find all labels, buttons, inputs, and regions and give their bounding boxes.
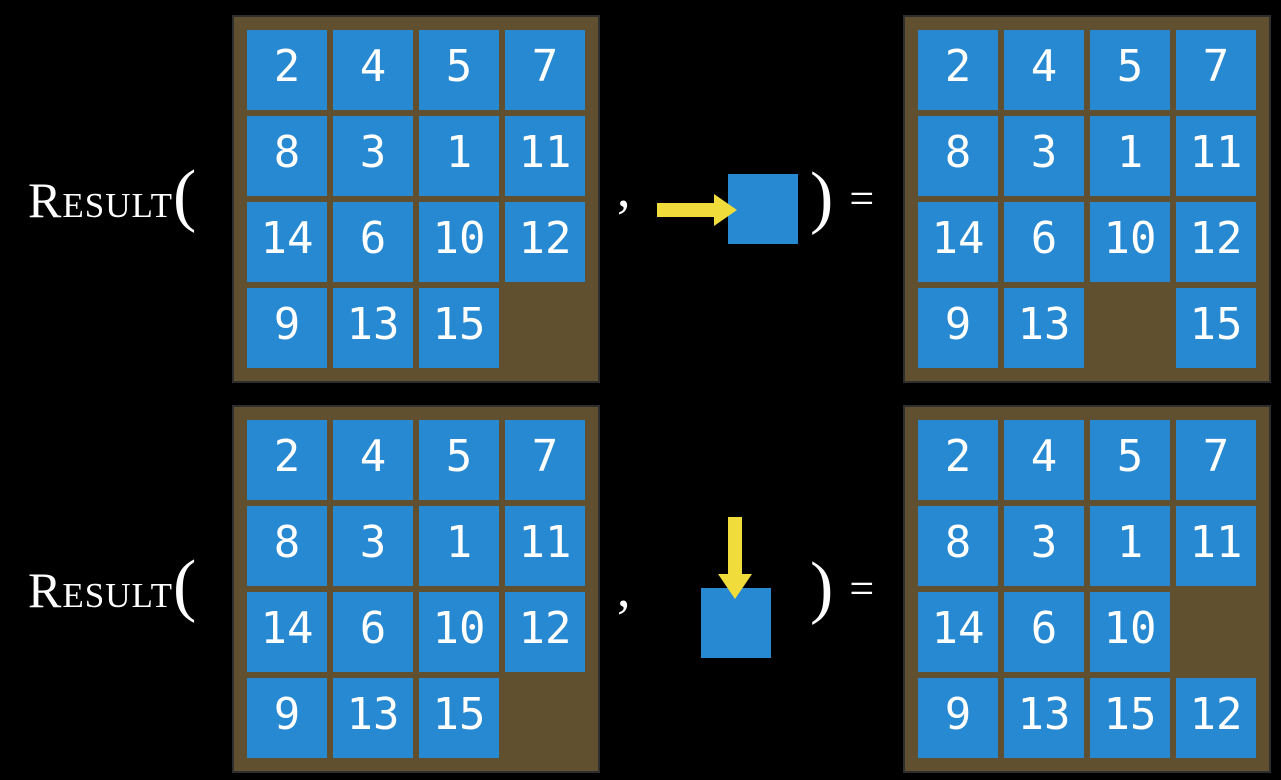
empty-cell (505, 678, 585, 758)
puzzle-tile: 5 (1090, 420, 1170, 500)
puzzle-tile: 12 (505, 202, 585, 282)
close-paren-equals: ) = (810, 158, 875, 236)
puzzle-tile: 15 (419, 678, 499, 758)
puzzle-tile: 15 (1090, 678, 1170, 758)
puzzle-tile: 4 (333, 420, 413, 500)
puzzle-tile: 4 (1004, 30, 1084, 110)
puzzle-tile: 4 (333, 30, 413, 110)
puzzle-tile: 8 (247, 506, 327, 586)
puzzle-tile: 10 (1090, 202, 1170, 282)
puzzle-tile: 10 (419, 202, 499, 282)
puzzle-tile: 2 (918, 420, 998, 500)
puzzle-tile: 5 (1090, 30, 1170, 110)
puzzle-tile: 12 (1176, 678, 1256, 758)
puzzle-tile: 13 (1004, 288, 1084, 368)
result-function-label: Result( (28, 156, 197, 234)
puzzle-tile: 15 (419, 288, 499, 368)
puzzle-tile: 11 (1176, 506, 1256, 586)
equals-sign: = (849, 174, 875, 223)
open-paren: ( (173, 546, 197, 624)
empty-cell (505, 288, 585, 368)
result-function-name: Result (28, 562, 174, 618)
puzzle-tile: 2 (247, 30, 327, 110)
puzzle-tile: 9 (918, 678, 998, 758)
puzzle-tile: 7 (505, 420, 585, 500)
puzzle-tile: 9 (247, 288, 327, 368)
puzzle-tile: 1 (1090, 506, 1170, 586)
puzzle-tile: 9 (918, 288, 998, 368)
puzzle-tile: 9 (247, 678, 327, 758)
puzzle-tile: 11 (505, 116, 585, 196)
puzzle-tile: 2 (247, 420, 327, 500)
open-paren: ( (173, 156, 197, 234)
puzzle-tile: 15 (1176, 288, 1256, 368)
tile-icon (701, 588, 771, 658)
puzzle-tile: 7 (1176, 30, 1256, 110)
puzzle-tile: 14 (918, 592, 998, 672)
puzzle-tile: 11 (1176, 116, 1256, 196)
puzzle-tile: 12 (1176, 202, 1256, 282)
arrow-right-icon (657, 193, 737, 227)
puzzle-tile: 3 (1004, 116, 1084, 196)
puzzle-tile: 14 (247, 592, 327, 672)
result-function-label: Result( (28, 546, 197, 624)
puzzle-tile: 3 (333, 506, 413, 586)
puzzle-tile: 10 (419, 592, 499, 672)
puzzle-tile: 3 (333, 116, 413, 196)
puzzle-tile: 4 (1004, 420, 1084, 500)
puzzle-tile: 14 (918, 202, 998, 282)
comma-separator: , (617, 558, 631, 618)
empty-cell (1176, 592, 1256, 672)
puzzle-tile: 6 (333, 592, 413, 672)
equals-sign: = (849, 564, 875, 613)
empty-cell (1090, 288, 1170, 368)
result-function-name: Result (28, 172, 174, 228)
puzzle-tile: 2 (918, 30, 998, 110)
puzzle-tile: 6 (1004, 202, 1084, 282)
close-paren-equals: ) = (810, 548, 875, 626)
puzzle-tile: 6 (1004, 592, 1084, 672)
puzzle-tile: 14 (247, 202, 327, 282)
puzzle-tile: 13 (333, 678, 413, 758)
arrow-down-icon (716, 517, 754, 599)
puzzle-tile: 10 (1090, 592, 1170, 672)
puzzle-tile: 11 (505, 506, 585, 586)
puzzle-tile: 5 (419, 420, 499, 500)
puzzle-tile: 1 (419, 506, 499, 586)
puzzle-tile: 8 (918, 506, 998, 586)
puzzle-tile: 13 (1004, 678, 1084, 758)
puzzle-tile: 1 (1090, 116, 1170, 196)
puzzle-tile: 12 (505, 592, 585, 672)
puzzle-tile: 1 (419, 116, 499, 196)
puzzle-tile: 6 (333, 202, 413, 282)
puzzle-tile: 8 (918, 116, 998, 196)
tile-icon (728, 174, 798, 244)
close-paren: ) (810, 548, 834, 626)
puzzle-tile: 7 (1176, 420, 1256, 500)
puzzle-tile: 7 (505, 30, 585, 110)
puzzle-tile: 8 (247, 116, 327, 196)
puzzle-tile: 13 (333, 288, 413, 368)
puzzle-tile: 5 (419, 30, 499, 110)
close-paren: ) (810, 158, 834, 236)
puzzle-tile: 3 (1004, 506, 1084, 586)
comma-separator: , (617, 158, 631, 218)
